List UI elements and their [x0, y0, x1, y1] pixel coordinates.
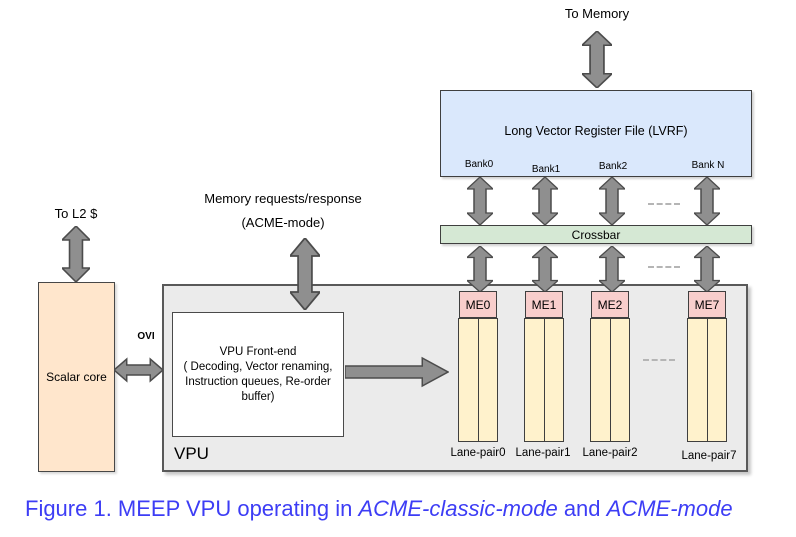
- memory-requests-label-line1: Memory requests/response: [204, 191, 362, 206]
- to-l2-label: To L2 $: [54, 206, 98, 221]
- figure-caption: Figure 1. MEEP VPU operating in ACME-cla…: [25, 496, 733, 522]
- vpu-frontend-box: VPU Front-end ( Decoding, Vector renamin…: [172, 312, 344, 437]
- vpu-label: VPU: [174, 444, 209, 463]
- crossbar-me2-arrow-icon: [599, 246, 625, 292]
- memory-double-arrow-icon: [582, 31, 612, 88]
- frontend-line1: VPU Front-end: [219, 345, 297, 358]
- bank1-crossbar-arrow-icon: [532, 177, 558, 225]
- lane-pair0-label: Lane-pair0: [450, 447, 506, 459]
- crossbar-me7-arrow-icon: [694, 246, 720, 292]
- memory-requests-arrow-icon: [290, 238, 320, 310]
- crossbar-me0-arrow-icon: [467, 246, 493, 292]
- caption-prefix: Figure 1. MEEP VPU operating in: [25, 496, 359, 521]
- lane-ellipsis-dash: [643, 359, 675, 361]
- lane-pair7-label: Lane-pair7: [681, 450, 737, 462]
- frontend-line4: buffer): [241, 390, 275, 403]
- me2-label: ME2: [597, 297, 623, 312]
- me0-lane-group: ME0: [458, 291, 498, 442]
- lvrf-title: Long Vector Register File (LVRF): [504, 124, 688, 138]
- me1-label: ME1: [531, 297, 557, 312]
- memory-requests-label-line2: (ACME-mode): [241, 215, 325, 230]
- me1-lane-group: ME1: [524, 291, 564, 442]
- to-memory-label: To Memory: [564, 6, 630, 21]
- frontend-line3: Instruction queues, Re-order: [185, 375, 331, 388]
- lane-divider: [707, 319, 708, 441]
- me1-box: ME1: [525, 291, 563, 318]
- lane-pair1-box: [524, 318, 564, 442]
- me0-box: ME0: [459, 291, 497, 318]
- scalar-core-label: Scalar core: [46, 370, 107, 384]
- bankN-crossbar-arrow-icon: [694, 177, 720, 225]
- l2-double-arrow-icon: [62, 226, 90, 282]
- bank1-label: Bank1: [531, 164, 561, 175]
- lane-divider: [544, 319, 545, 441]
- scalar-core-box: Scalar core: [38, 282, 115, 472]
- me0-label: ME0: [465, 297, 491, 312]
- lane-pair2-box: [590, 318, 630, 442]
- crossbar-box: Crossbar: [440, 225, 752, 244]
- bank-ellipsis-dash: [648, 203, 680, 205]
- bank2-crossbar-arrow-icon: [599, 177, 625, 225]
- ovi-label: OVI: [137, 331, 155, 342]
- bank2-label: Bank2: [598, 161, 628, 172]
- lane-divider: [610, 319, 611, 441]
- caption-connector: and: [557, 496, 607, 521]
- lvrf-box: Long Vector Register File (LVRF): [440, 90, 752, 177]
- lane-pair2-label: Lane-pair2: [582, 447, 638, 459]
- me2-lane-group: ME2: [590, 291, 630, 442]
- caption-acme-classic-mode: ACME-classic-mode: [358, 496, 558, 521]
- lane-pair0-box: [458, 318, 498, 442]
- me2-box: ME2: [591, 291, 629, 318]
- me7-label: ME7: [694, 297, 720, 312]
- ovi-double-arrow-icon: [114, 357, 163, 383]
- me7-box: ME7: [688, 291, 726, 318]
- frontend-to-lanes-arrow-icon: [345, 356, 449, 388]
- crossbar-me1-arrow-icon: [532, 246, 558, 292]
- bank0-crossbar-arrow-icon: [467, 177, 493, 225]
- lane-pair1-label: Lane-pair1: [515, 447, 571, 459]
- me7-lane-group: ME7: [687, 291, 727, 442]
- bank0-label: Bank0: [464, 159, 494, 170]
- crossbar-label: Crossbar: [571, 227, 621, 242]
- bankN-label: Bank N: [691, 160, 725, 171]
- lane-divider: [478, 319, 479, 441]
- crossbar-ellipsis-dash: [648, 266, 680, 268]
- frontend-line2: ( Decoding, Vector renaming,: [183, 360, 333, 373]
- caption-acme-mode: ACME-mode: [606, 496, 733, 521]
- lane-pair7-box: [687, 318, 727, 442]
